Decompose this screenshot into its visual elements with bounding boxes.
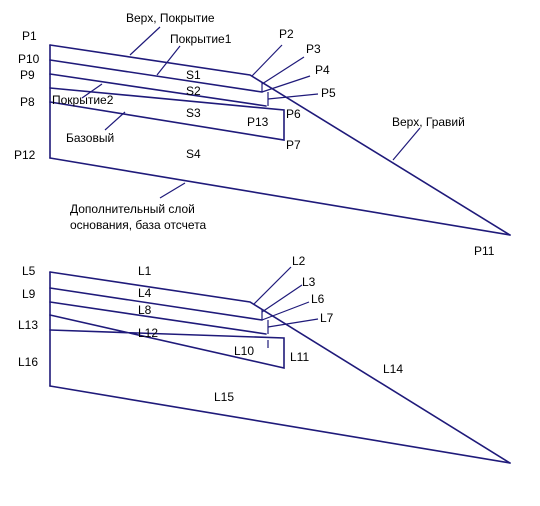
label-p4: P4 (315, 63, 330, 77)
leader-base (104, 111, 126, 131)
label-p9: P9 (20, 68, 35, 82)
label-p2: P2 (279, 27, 294, 41)
label-l12: L12 (138, 326, 158, 340)
label-l6: L6 (311, 292, 325, 306)
leader-cover2 (81, 83, 103, 99)
label-l2: L2 (292, 254, 306, 268)
leader-l2 (253, 266, 292, 305)
label-p6: P6 (286, 107, 301, 121)
leader-l3 (261, 284, 303, 313)
annotation-cover1: Покрытие1 (170, 32, 232, 46)
label-p5: P5 (321, 86, 336, 100)
base-line (49, 87, 285, 141)
label-p8: P8 (20, 95, 35, 109)
leader-gravel (392, 127, 421, 161)
label-l15: L15 (214, 390, 234, 404)
bottom-diagram: L5 L9 L13 L16 L1 L4 L8 L12 L2 L3 L6 L7 L… (18, 254, 511, 464)
label-l4: L4 (138, 286, 152, 300)
line-l12-l10 (49, 314, 285, 370)
extra-base-line (49, 157, 511, 236)
line-l15 (49, 385, 511, 464)
label-p10: P10 (18, 52, 40, 66)
label-l3: L3 (302, 275, 316, 289)
annotation-top-cover: Верх, Покрытие (126, 11, 215, 25)
leader-l7 (267, 318, 319, 328)
label-s1: S1 (186, 68, 201, 82)
label-s2: S2 (186, 84, 201, 98)
label-l13: L13 (18, 318, 38, 332)
label-p1: P1 (22, 29, 37, 43)
annotation-gravel: Верх, Гравий (392, 115, 465, 129)
top-cover-line (49, 44, 511, 236)
label-s4: S4 (186, 147, 201, 161)
label-l5: L5 (22, 264, 36, 278)
label-l14: L14 (383, 362, 403, 376)
label-s3: S3 (186, 106, 201, 120)
annotation-cover2: Покрытие2 (52, 93, 114, 107)
label-p7: P7 (286, 138, 301, 152)
label-l10: L10 (234, 344, 254, 358)
annotation-base: Базовый (66, 131, 114, 145)
label-p11: P11 (474, 244, 495, 258)
cover2-line (49, 73, 267, 107)
label-p3: P3 (306, 42, 321, 56)
line-l8 (49, 301, 267, 335)
leader-p2 (251, 44, 283, 77)
annotation-extra-line2: основания, база отсчета (70, 218, 207, 232)
label-l11: L11 (290, 350, 309, 364)
top-diagram: P1 P10 P9 P8 P12 P2 P3 P4 P5 P6 P13 P7 P… (14, 11, 511, 258)
label-p12: P12 (14, 148, 36, 162)
label-l7: L7 (320, 311, 334, 325)
label-l1: L1 (138, 264, 152, 278)
leader-cover1 (156, 45, 181, 76)
label-l16: L16 (18, 355, 38, 369)
line-l4 (49, 287, 263, 321)
label-l8: L8 (138, 303, 152, 317)
annotation-extra-line1: Дополнительный слой (70, 202, 195, 216)
leader-p5 (267, 93, 319, 100)
label-l9: L9 (22, 287, 36, 301)
leader-l6 (261, 301, 310, 321)
label-p13: P13 (247, 115, 269, 129)
leader-top-cover (129, 26, 161, 56)
line-l1-l14 (49, 271, 511, 464)
leader-extra-base (159, 182, 186, 199)
leader-p4 (261, 75, 311, 93)
leader-p3 (261, 56, 305, 85)
cover1-line (49, 59, 263, 93)
